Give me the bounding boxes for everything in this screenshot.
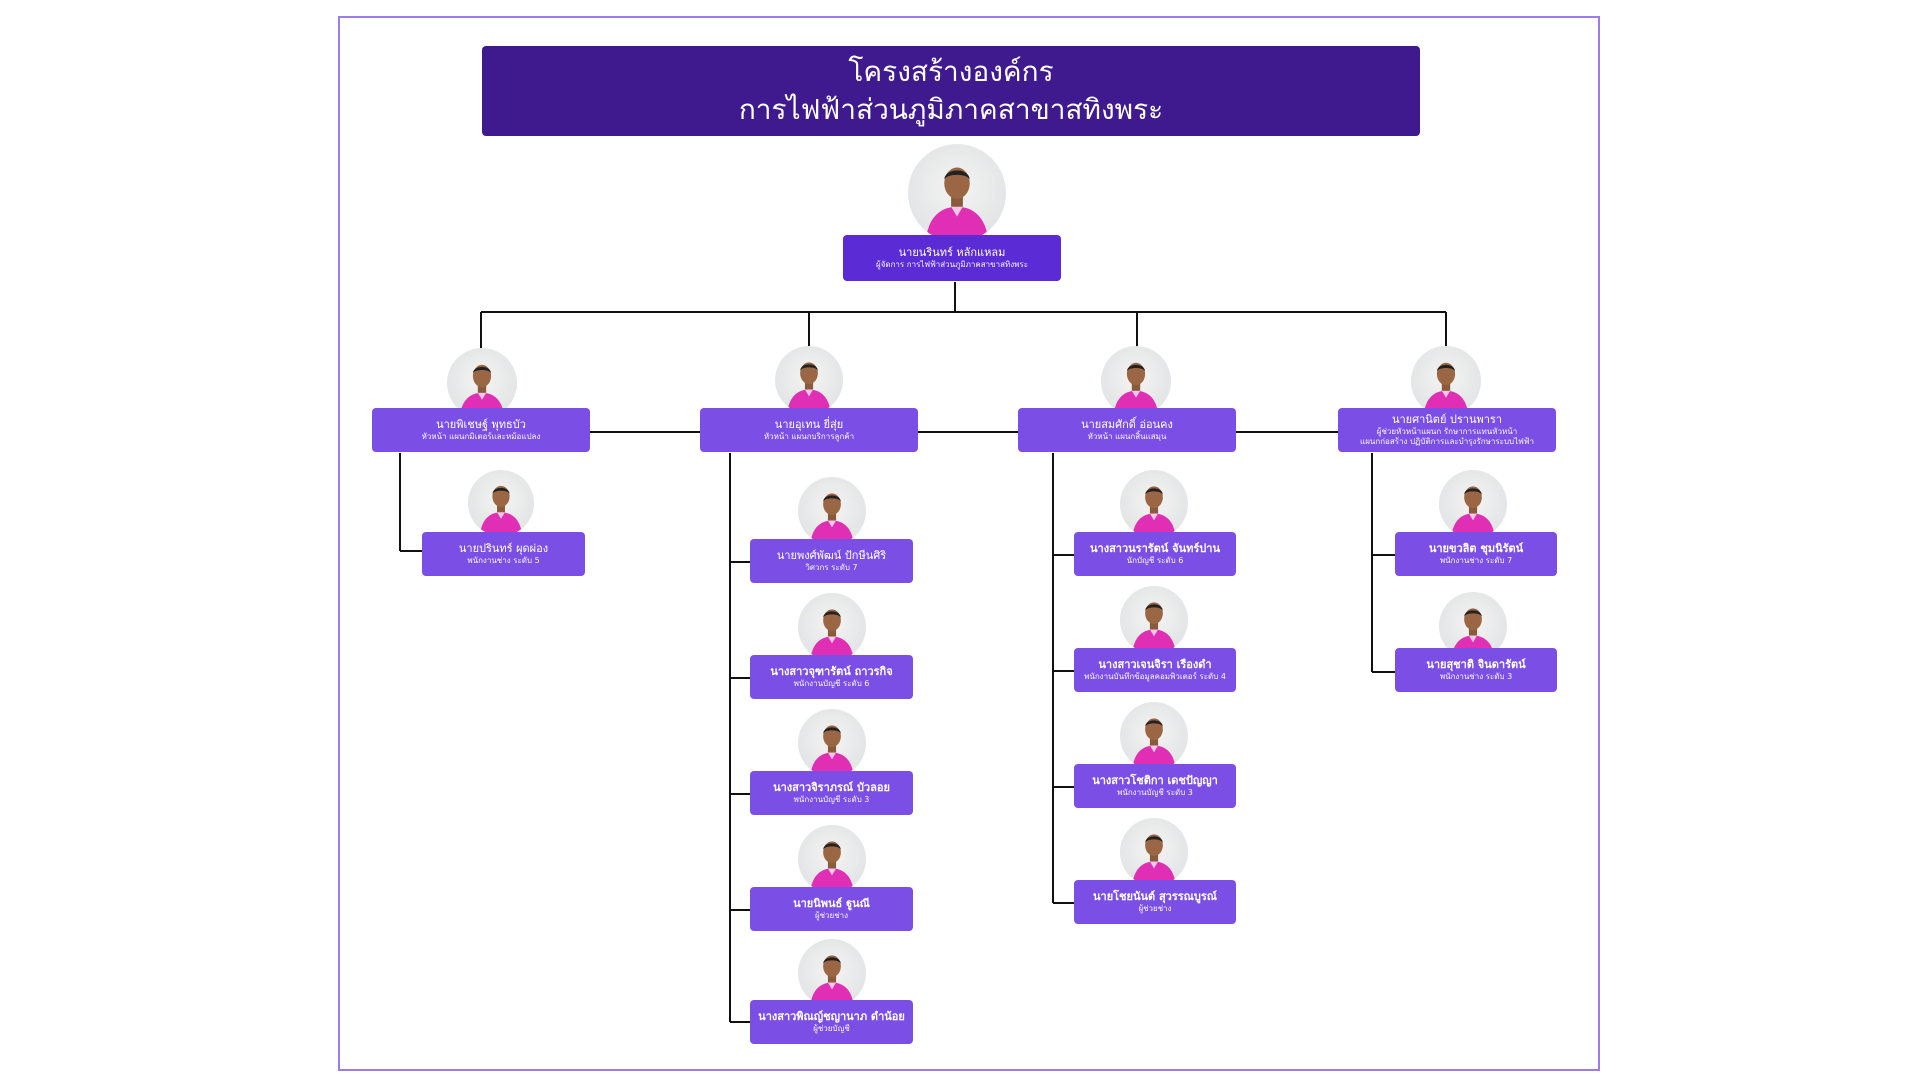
staff-role: พนักงานช่าง ระดับ 7	[1439, 556, 1513, 565]
staff-name: นางสาวจิราภรณ์ บัวลอย	[773, 781, 890, 794]
head-name: นายสมศักดิ์ อ่อนคง	[1081, 418, 1173, 431]
staff-name: นางสาวโชติกา เดชปัญญา	[1092, 774, 1218, 787]
head-role: ผู้ช่วยหัวหน้าแผนก รักษาการแทนหัวหน้า	[1376, 427, 1518, 436]
header-title: โครงสร้างองค์กร	[848, 55, 1054, 88]
person-silhouette-icon	[925, 167, 989, 242]
staff-role: พนักงานบัญชี ระดับ 3	[1117, 788, 1193, 797]
head-name: นายพิเชษฐ์ พุทธบัว	[436, 418, 526, 431]
manager-photo	[908, 144, 1006, 242]
manager-card: นายนรินทร์ หลักแหลม ผู้จัดการ การไฟฟ้าส่…	[843, 235, 1061, 281]
department-head-card: นายสมศักดิ์ อ่อนคง หัวหน้า แผนกสิ้นแสมุน	[1018, 408, 1236, 452]
person-silhouette-icon	[810, 955, 854, 1007]
head-role-line2: แผนกก่อสร้าง ปฏิบัติการและบำรุงรักษาระบบ…	[1360, 437, 1534, 446]
staff-name: นายพงศ์พัฒน์ ปักษีนศิริ	[776, 549, 887, 562]
head-role: หัวหน้า แผนกบริการลูกค้า	[763, 432, 855, 441]
person-silhouette-icon	[1132, 718, 1176, 770]
staff-card: นางสาวพิณญ์ชญานาภ ดำน้อย ผู้ช่วยบัญชี	[750, 1000, 913, 1044]
department-head-card: นายอุเทน ยี่สุ่ย หัวหน้า แผนกบริการลูกค้…	[700, 408, 918, 452]
person-silhouette-icon	[1132, 602, 1176, 654]
staff-role: นักบัญชี ระดับ 6	[1126, 556, 1184, 565]
manager-role: ผู้จัดการ การไฟฟ้าส่วนภูมิภาคสาขาสทิงพระ	[876, 260, 1028, 269]
staff-card: นายโชยนันต์ สุวรรณบูรณ์ ผู้ช่วยช่าง	[1074, 880, 1236, 924]
staff-photo	[1439, 470, 1507, 538]
chart-frame	[338, 16, 1600, 1071]
staff-card: นางสาวจุฑารัตน์ ถาวรกิจ พนักงานบัญชี ระด…	[750, 655, 913, 699]
department-head-card: นายศานิตย์ ปรานพารา ผู้ช่วยหัวหน้าแผนก ร…	[1338, 408, 1556, 452]
staff-card: นายปรินทร์ ผุดผ่อง พนักงานช่าง ระดับ 5	[422, 532, 585, 576]
staff-role: ผู้ช่วยบัญชี	[813, 1024, 850, 1033]
staff-role: พนักงานบันทึกข้อมูลคอมพิวเตอร์ ระดับ 4	[1084, 672, 1226, 681]
staff-role: พนักงานช่าง ระดับ 5	[467, 556, 540, 565]
staff-photo	[468, 470, 534, 536]
person-silhouette-icon	[1423, 362, 1469, 416]
staff-photo	[798, 825, 866, 893]
staff-card: นางสาวนรารัตน์ จันทร์ปาน นักบัญชี ระดับ …	[1074, 532, 1236, 576]
staff-card: นายขวลิต ชุมนิรัตน์ พนักงานช่าง ระดับ 7	[1395, 532, 1557, 576]
head-name: นายศานิตย์ ปรานพารา	[1391, 413, 1502, 426]
person-silhouette-icon	[1132, 834, 1176, 886]
staff-card: นายพงศ์พัฒน์ ปักษีนศิริ วิศวกร ระดับ 7	[750, 539, 913, 583]
person-silhouette-icon	[1113, 362, 1159, 416]
staff-name: นายสุชาติ จินดารัตน์	[1426, 658, 1526, 671]
person-silhouette-icon	[479, 485, 523, 536]
staff-photo	[798, 593, 866, 661]
head-photo	[775, 346, 843, 414]
staff-photo	[1120, 818, 1188, 886]
staff-photo	[1120, 470, 1188, 538]
staff-card: นางสาวเจนจิรา เรืองดำ พนักงานบันทึกข้อมู…	[1074, 648, 1236, 692]
head-photo	[1101, 346, 1171, 416]
head-name: นายอุเทน ยี่สุ่ย	[774, 418, 844, 431]
person-silhouette-icon	[810, 493, 854, 545]
staff-name: นางสาวพิณญ์ชญานาภ ดำน้อย	[758, 1010, 905, 1023]
staff-card: นายนิพนธ์ ฐูนณี ผู้ช่วยช่าง	[750, 887, 913, 931]
staff-card: นางสาวจิราภรณ์ บัวลอย พนักงานบัญชี ระดับ…	[750, 771, 913, 815]
person-silhouette-icon	[810, 725, 854, 777]
staff-photo	[1120, 702, 1188, 770]
staff-role: วิศวกร ระดับ 7	[805, 563, 858, 572]
staff-role: พนักงานบัญชี ระดับ 3	[793, 795, 870, 804]
staff-role: ผู้ช่วยช่าง	[814, 911, 849, 920]
staff-photo	[798, 939, 866, 1007]
staff-name: นางสาวนรารัตน์ จันทร์ปาน	[1090, 542, 1220, 555]
staff-card: นายสุชาติ จินดารัตน์ พนักงานช่าง ระดับ 3	[1395, 648, 1557, 692]
staff-role: พนักงานช่าง ระดับ 3	[1439, 672, 1513, 681]
chart-header: โครงสร้างองค์กร การไฟฟ้าส่วนภูมิภาคสาขาส…	[482, 46, 1420, 136]
staff-photo	[798, 709, 866, 777]
staff-name: นางสาวจุฑารัตน์ ถาวรกิจ	[770, 665, 893, 678]
staff-name: นางสาวเจนจิรา เรืองดำ	[1098, 658, 1212, 671]
staff-name: นายนิพนธ์ ฐูนณี	[793, 897, 870, 910]
manager-name: นายนรินทร์ หลักแหลม	[898, 246, 1006, 259]
staff-card: นางสาวโชติกา เดชปัญญา พนักงานบัญชี ระดับ…	[1074, 764, 1236, 808]
person-silhouette-icon	[787, 362, 831, 414]
staff-role: พนักงานบัญชี ระดับ 6	[793, 679, 870, 688]
head-role: หัวหน้า แผนกสิ้นแสมุน	[1087, 432, 1167, 441]
staff-photo	[798, 477, 866, 545]
staff-photo	[1120, 586, 1188, 654]
head-photo	[1411, 346, 1481, 416]
person-silhouette-icon	[810, 841, 854, 893]
staff-name: นายขวลิต ชุมนิรัตน์	[1428, 542, 1524, 555]
person-silhouette-icon	[1132, 486, 1176, 538]
header-subtitle: การไฟฟ้าส่วนภูมิภาคสาขาสทิงพระ	[738, 93, 1164, 126]
person-silhouette-icon	[810, 609, 854, 661]
department-head-card: นายพิเชษฐ์ พุทธบัว หัวหน้า แผนกมิเตอร์แล…	[372, 408, 590, 452]
staff-name: นายโชยนันต์ สุวรรณบูรณ์	[1093, 890, 1217, 903]
staff-role: ผู้ช่วยช่าง	[1138, 904, 1172, 913]
staff-name: นายปรินทร์ ผุดผ่อง	[458, 542, 549, 555]
person-silhouette-icon	[1451, 486, 1495, 538]
head-role: หัวหน้า แผนกมิเตอร์และหม้อแปลง	[421, 432, 541, 441]
